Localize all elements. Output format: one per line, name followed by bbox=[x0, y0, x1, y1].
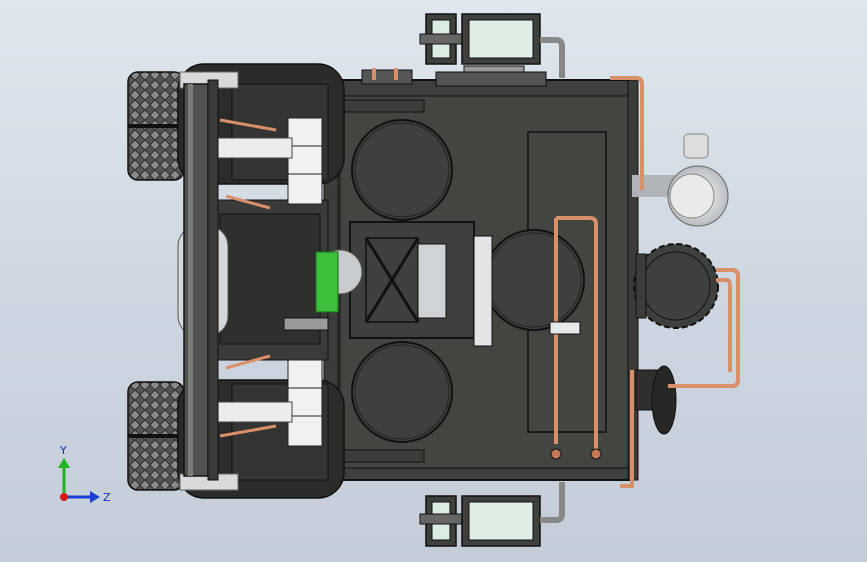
lower-tank-circle bbox=[351, 341, 453, 443]
pipe-end bbox=[590, 448, 602, 460]
vertical-axle-shaft bbox=[183, 79, 219, 481]
z-axis-label: Z bbox=[103, 491, 111, 504]
spring-block-bottom bbox=[287, 359, 323, 447]
z-axis-arrowhead bbox=[90, 491, 100, 503]
motor-cylinder bbox=[635, 365, 677, 435]
bottom-accessory-unit[interactable] bbox=[419, 482, 565, 547]
spring-block-top bbox=[287, 117, 323, 205]
top-accessory-unit[interactable] bbox=[419, 13, 565, 81]
tire-top-left[interactable] bbox=[127, 71, 185, 181]
tire-bottom-left[interactable] bbox=[127, 381, 185, 491]
triad-origin bbox=[60, 493, 68, 501]
upper-tank-circle bbox=[351, 119, 453, 221]
gear-cog bbox=[633, 243, 719, 329]
cross-bracket bbox=[349, 221, 493, 347]
y-axis-arrowhead bbox=[58, 458, 70, 468]
duct-fan[interactable] bbox=[632, 133, 729, 227]
pipe-end bbox=[550, 448, 562, 460]
coordinate-triad: Y Z bbox=[58, 444, 111, 504]
y-axis-label: Y bbox=[59, 444, 67, 457]
pipe-bracket bbox=[549, 321, 581, 335]
center-tank-circle bbox=[483, 229, 585, 331]
